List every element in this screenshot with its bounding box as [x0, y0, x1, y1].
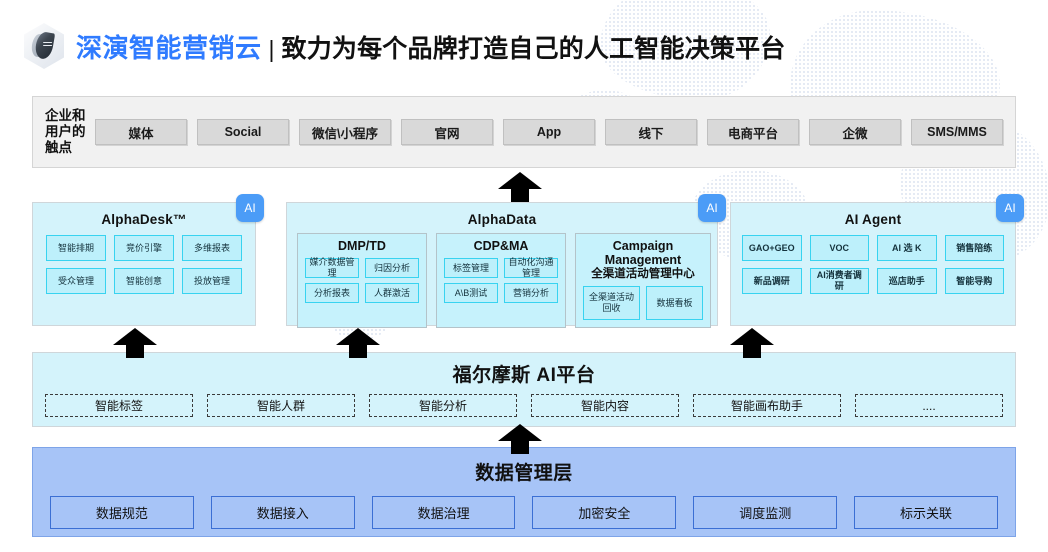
group-cdp-ma: CDP&MA 标签管理 自动化沟通管理 A\B测试 营销分析: [436, 233, 566, 328]
touchpoint-item[interactable]: 微信\小程序: [299, 119, 391, 145]
group-items-dmp-td: 媒介数据管理 归因分析 分析报表 人群激活: [305, 257, 419, 303]
alphadata-module[interactable]: 自动化沟通管理: [504, 257, 558, 278]
alphadata-module[interactable]: 营销分析: [504, 283, 558, 303]
ai-platform-capability-list: 智能标签 智能人群 智能分析 智能内容 智能画布助手 ....: [33, 387, 1015, 417]
group-dmp-td: DMP/TD 媒介数据管理 归因分析 分析报表 人群激活: [297, 233, 427, 328]
brand-name: 深演智能营销云: [76, 32, 262, 63]
ai-platform-title: 福尔摩斯 AI平台: [452, 365, 596, 386]
alphadata-module[interactable]: 标签管理: [444, 258, 498, 278]
title-tagline: 致力为每个品牌打造自己的人工智能决策平台: [281, 34, 786, 63]
alphadata-module[interactable]: 数据看板: [646, 286, 703, 320]
ai-agent-module[interactable]: 智能导购: [944, 268, 1004, 294]
data-management-layer: 数据管理层 数据规范 数据接入 数据治理 加密安全 调度监测 标示关联: [32, 447, 1016, 537]
panel-alphadata: AI AlphaData DMP/TD 媒介数据管理 归因分析 分析报表 人群激…: [286, 194, 726, 328]
alphadesk-module[interactable]: 多维报表: [182, 235, 242, 261]
ai-platform-capability[interactable]: 智能标签: [45, 394, 193, 417]
alphadesk-module-grid: 智能排期 竞价引擎 多维报表 受众管理 智能创意 投放管理: [33, 227, 255, 294]
data-management-capability[interactable]: 标示关联: [854, 496, 998, 529]
ai-agent-module[interactable]: 新品调研: [742, 268, 802, 294]
alphadata-module[interactable]: 人群激活: [365, 283, 419, 303]
touchpoint-item[interactable]: 官网: [401, 119, 493, 145]
ai-badge: AI: [698, 194, 726, 222]
touchpoint-item[interactable]: Social: [197, 119, 289, 145]
ai-agent-module[interactable]: AI消费者调研: [809, 268, 869, 294]
alphadata-module[interactable]: 分析报表: [305, 283, 359, 303]
arrow-up-icon: [498, 424, 542, 454]
page-header: 深演智能营销云 | 致力为每个品牌打造自己的人工智能决策平台: [0, 0, 1048, 92]
touchpoints-layer: 企业和用户的触点 媒体 Social 微信\小程序 官网 App 线下 电商平台…: [32, 96, 1016, 168]
group-campaign-management: Campaign Management 全渠道活动管理中心 全渠道活动回收 数据…: [575, 233, 711, 328]
ai-agent-module-grid: GAO+GEO VOC AI 选 K 销售陪练 新品调研 AI消费者调研 巡店助…: [731, 227, 1015, 294]
panel-ai-agent: AI AI Agent GAO+GEO VOC AI 选 K 销售陪练 新品调研…: [730, 194, 1024, 326]
group-title-en: Campaign Management: [604, 239, 682, 267]
touchpoint-item[interactable]: App: [503, 119, 595, 145]
group-title-campaign-management: Campaign Management 全渠道活动管理中心: [583, 239, 703, 281]
alphadata-groups: DMP/TD 媒介数据管理 归因分析 分析报表 人群激活 CDP&MA 标签管理…: [287, 227, 717, 328]
data-management-capability[interactable]: 加密安全: [532, 496, 677, 529]
panel-alphadesk: AI AlphaDesk™ 智能排期 竞价引擎 多维报表 受众管理 智能创意 投…: [32, 194, 264, 326]
ai-agent-module[interactable]: VOC: [809, 235, 869, 261]
alphadesk-module[interactable]: 受众管理: [46, 268, 106, 294]
ai-platform-capability[interactable]: 智能内容: [531, 394, 679, 417]
panel-title-ai-agent: AI Agent: [844, 212, 902, 227]
group-items-campaign-management: 全渠道活动回收 数据看板: [583, 286, 703, 320]
title-separator: |: [268, 35, 275, 62]
alphadata-module[interactable]: 全渠道活动回收: [583, 286, 640, 320]
ai-agent-module[interactable]: GAO+GEO: [742, 235, 802, 261]
arrow-up-icon: [498, 172, 542, 202]
data-management-title: 数据管理层: [475, 463, 573, 484]
data-management-capability[interactable]: 数据接入: [210, 496, 355, 529]
alphadata-module[interactable]: 归因分析: [365, 258, 419, 278]
alphadesk-module[interactable]: 智能排期: [46, 235, 106, 261]
group-title-cdp-ma: CDP&MA: [473, 239, 529, 253]
alphadata-module[interactable]: 媒介数据管理: [305, 257, 359, 278]
page-title: 深演智能营销云 | 致力为每个品牌打造自己的人工智能决策平台: [76, 28, 786, 65]
touchpoints-label: 企业和用户的触点: [45, 108, 86, 155]
alphadesk-module[interactable]: 竞价引擎: [114, 235, 174, 261]
arrow-up-icon: [336, 328, 380, 358]
data-management-capability[interactable]: 数据规范: [50, 496, 194, 529]
group-title-zh: 全渠道活动管理中心: [591, 268, 695, 280]
data-management-capability[interactable]: 调度监测: [693, 496, 838, 529]
data-management-capability[interactable]: 数据治理: [371, 496, 516, 529]
alphadata-module[interactable]: A\B测试: [444, 283, 498, 303]
data-management-capability-list: 数据规范 数据接入 数据治理 加密安全 调度监测 标示关联: [33, 485, 1015, 529]
arrow-up-icon: [113, 328, 157, 358]
ai-badge: AI: [236, 194, 264, 222]
touchpoint-item[interactable]: 企微: [809, 119, 901, 145]
alphadesk-module[interactable]: 投放管理: [182, 268, 242, 294]
panel-title-alphadata: AlphaData: [467, 212, 537, 227]
touchpoint-item[interactable]: 电商平台: [707, 119, 799, 145]
ai-agent-module[interactable]: 巡店助手: [877, 268, 937, 294]
ai-platform-capability[interactable]: 智能人群: [207, 394, 355, 417]
hexagon-leaf-logo-icon: [22, 22, 66, 70]
ai-platform-capability[interactable]: 智能分析: [369, 394, 517, 417]
touchpoint-item[interactable]: 媒体: [95, 119, 187, 145]
alphadesk-module[interactable]: 智能创意: [114, 268, 174, 294]
panel-title-alphadesk: AlphaDesk™: [101, 212, 187, 227]
touchpoints-list: 媒体 Social 微信\小程序 官网 App 线下 电商平台 企微 SMS/M…: [95, 119, 1015, 145]
touchpoint-item[interactable]: SMS/MMS: [911, 119, 1003, 145]
ai-agent-module[interactable]: 销售陪练: [944, 235, 1004, 261]
ai-platform-capability[interactable]: ....: [855, 394, 1003, 417]
ai-agent-module[interactable]: AI 选 K: [877, 235, 937, 261]
touchpoint-item[interactable]: 线下: [605, 119, 697, 145]
ai-platform-capability[interactable]: 智能画布助手: [693, 394, 841, 417]
arrow-up-icon: [730, 328, 774, 358]
group-title-dmp-td: DMP/TD: [338, 239, 386, 253]
ai-platform-layer: 福尔摩斯 AI平台 智能标签 智能人群 智能分析 智能内容 智能画布助手 ...…: [32, 352, 1016, 427]
group-items-cdp-ma: 标签管理 自动化沟通管理 A\B测试 营销分析: [444, 257, 558, 303]
ai-badge: AI: [996, 194, 1024, 222]
